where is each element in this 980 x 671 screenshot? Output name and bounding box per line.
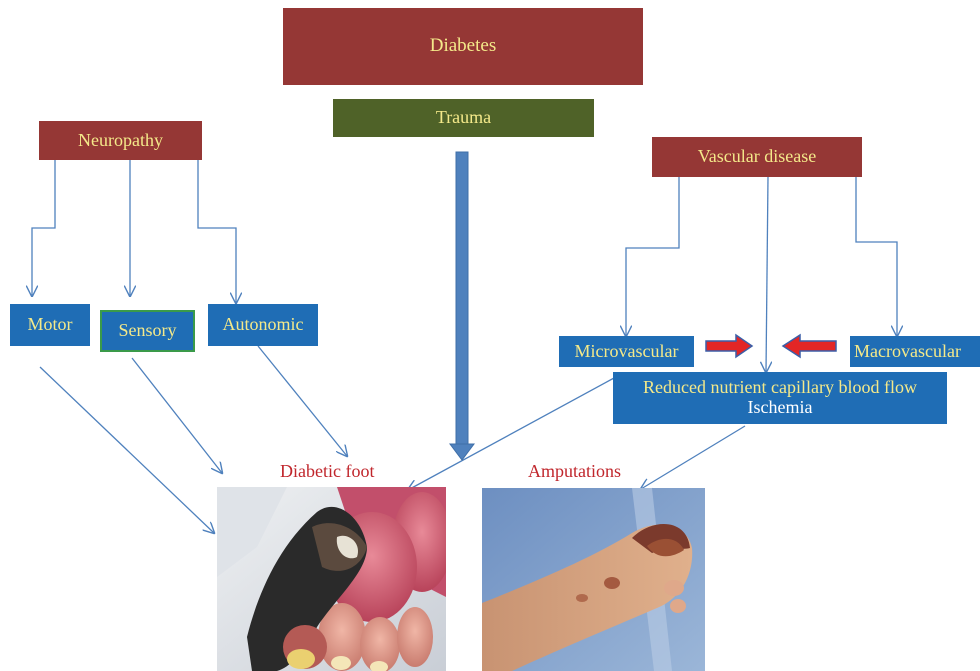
vascular-disease-label: Vascular disease [698,147,816,167]
macro-red-arrow [783,335,836,357]
motor-node: Motor [10,304,90,346]
reduced-flow-label: Reduced nutrient capillary blood flow [643,378,917,398]
diabetic-foot-image [217,487,446,671]
macrovascular-label: Macrovascular [854,342,961,362]
autonomic-to-foot-arrow [258,346,347,456]
diabetic-foot-label: Diabetic foot [280,461,374,482]
neuropathy-node: Neuropathy [39,121,202,160]
ischemia-label: Ischemia [748,398,813,418]
micro-red-arrow [706,335,752,357]
amputations-label: Amputations [528,461,621,482]
neuropathy-label: Neuropathy [78,131,163,151]
sensory-to-foot-arrow [132,358,222,473]
diabetes-label: Diabetes [430,36,496,57]
motor-label: Motor [28,315,73,335]
autonomic-node: Autonomic [208,304,318,346]
diabetes-node: Diabetes [283,8,643,85]
neuropathy-to-autonomic-connector [198,160,236,303]
trauma-label: Trauma [436,108,491,128]
vascular-to-microvascular-connector [626,177,679,336]
sensory-label: Sensory [119,321,177,341]
trauma-node: Trauma [333,99,594,137]
vascular-to-macrovascular-connector [856,177,897,336]
neuropathy-to-motor-connector [32,160,55,296]
vascular-to-reduced-flow-connector [766,177,768,372]
microvascular-node: Microvascular [559,336,694,367]
ischemia-to-amputations-arrow [641,426,745,489]
trauma-big-arrow [450,152,474,460]
autonomic-label: Autonomic [223,315,304,335]
vascular-disease-node: Vascular disease [652,137,862,177]
macrovascular-node: Macrovascular [850,336,980,367]
amputation-image [482,488,705,671]
microvascular-label: Microvascular [575,342,679,362]
reduced-flow-node: Reduced nutrient capillary blood flow Is… [613,372,947,424]
motor-to-foot-arrow [40,367,214,533]
sensory-node: Sensory [100,310,195,352]
